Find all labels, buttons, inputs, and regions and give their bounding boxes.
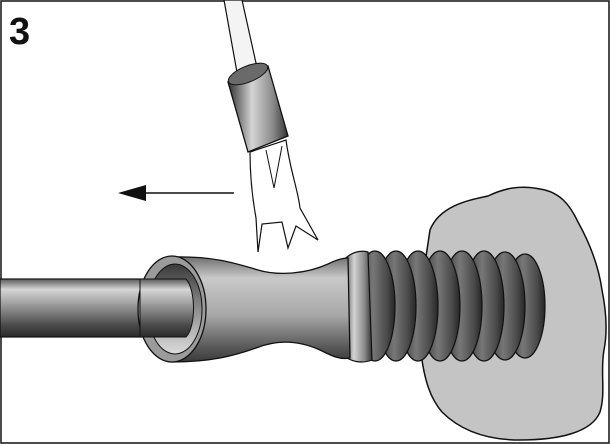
dual-prong-chisel-tool <box>249 139 319 253</box>
step-number: 3 <box>9 11 31 53</box>
rolled-thread-sleeve <box>354 250 546 362</box>
tool-fork-line <box>265 145 283 189</box>
arrow-left-icon <box>118 185 234 201</box>
tool-band-top <box>227 62 269 86</box>
rod-end <box>139 278 194 338</box>
sleeve-coupling-pipe <box>171 256 351 363</box>
